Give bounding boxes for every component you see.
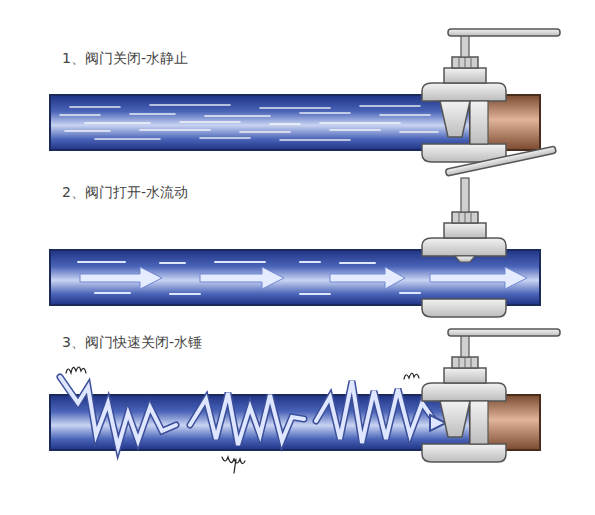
- section-caption: 2、阀门打开-水流动: [62, 184, 188, 201]
- section-caption: 3、阀门快速关闭-水锤: [62, 334, 202, 351]
- section-caption: 1、阀门关闭-水静止: [62, 50, 188, 67]
